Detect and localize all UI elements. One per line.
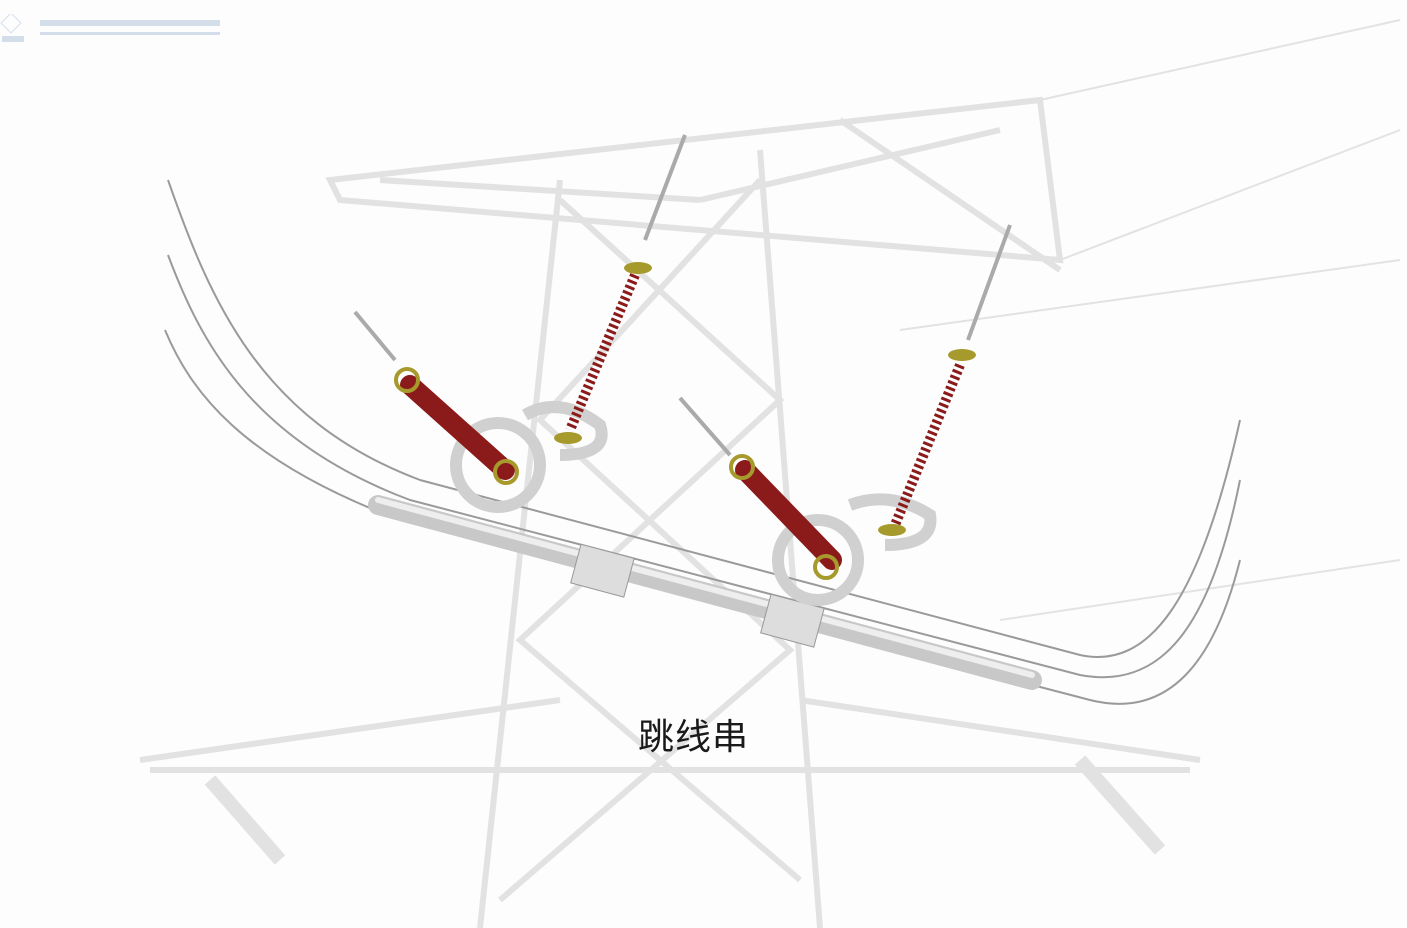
damper-left: [570, 543, 635, 598]
insulator-2: [554, 134, 687, 444]
rigid-jumper-tube: [368, 495, 1042, 690]
insulator-4: [878, 224, 1012, 536]
diagram-caption: 跳线串: [638, 717, 750, 758]
transmission-tower-background: [139, 19, 1401, 928]
insulator-3: [678, 396, 842, 580]
insulator-1: [353, 310, 519, 485]
company-logo-icon: [0, 14, 220, 42]
grading-rings: [450, 401, 937, 606]
insulator-strings: [353, 134, 1012, 580]
damper-right: [760, 593, 825, 648]
jumper-conductors: [164, 179, 1241, 705]
